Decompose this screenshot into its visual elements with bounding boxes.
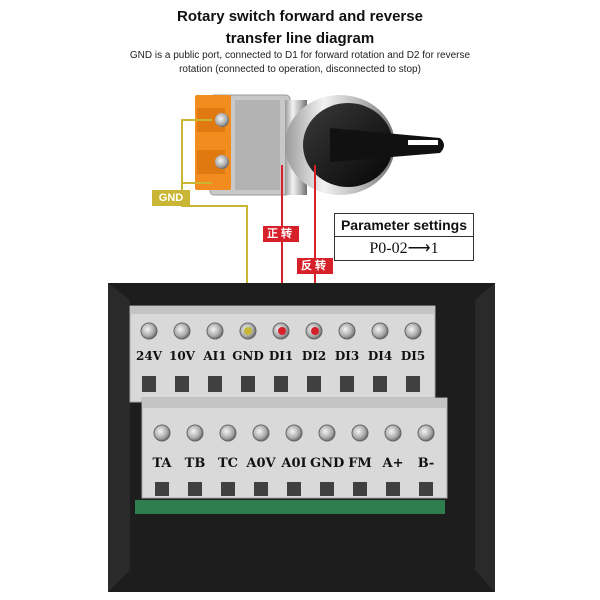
terminal-label-a0v: A0V bbox=[246, 456, 276, 471]
parameter-settings-value: P0-02⟶1 bbox=[369, 240, 439, 257]
terminal-label-di4: DI4 bbox=[367, 349, 393, 363]
terminal-label-a0i: A0I bbox=[281, 456, 307, 471]
description-line2: rotation (connected to operation, discon… bbox=[179, 64, 421, 75]
terminal-label-di1: DI1 bbox=[268, 349, 294, 363]
circuit-board-edge bbox=[135, 500, 445, 514]
terminal-label-tb: TB bbox=[184, 456, 206, 471]
terminal-label-10v: 10V bbox=[168, 349, 195, 363]
switch-lever bbox=[330, 128, 444, 162]
terminal-label-24v: 24V bbox=[135, 349, 162, 363]
gnd-connection-point bbox=[244, 327, 252, 335]
upper-terminal-block bbox=[129, 305, 436, 403]
terminal-label-di5: DI5 bbox=[400, 349, 426, 363]
diagram-title-line2: transfer line diagram bbox=[225, 30, 375, 47]
terminal-label-gnd-top: GND bbox=[232, 349, 264, 363]
switch-body-side bbox=[235, 100, 280, 190]
description-line1: GND is a public port, connected to D1 fo… bbox=[129, 50, 471, 61]
parameter-settings-title: Parameter settings bbox=[335, 214, 473, 237]
switch-indicator bbox=[408, 140, 438, 145]
gnd-wire-label: GND bbox=[152, 190, 190, 206]
di1-connection-point bbox=[278, 327, 286, 335]
parameter-settings-box: Parameter settings P0-02⟶1 bbox=[334, 213, 474, 261]
upper-terminal-screws bbox=[140, 322, 422, 340]
lower-terminal-screws bbox=[153, 424, 435, 442]
di2-connection-point bbox=[311, 327, 319, 335]
reverse-rotation-label: 反转 bbox=[297, 258, 333, 274]
rotary-switch bbox=[195, 94, 444, 196]
terminal-label-b-minus: B- bbox=[417, 456, 435, 471]
gnd-wire bbox=[181, 119, 248, 332]
forward-rotation-label: 正转 bbox=[263, 226, 299, 242]
terminal-label-tc: TC bbox=[217, 456, 239, 471]
terminal-label-gnd-bottom: GND bbox=[310, 456, 345, 471]
lower-terminal-block bbox=[141, 397, 448, 499]
switch-screw-top bbox=[215, 113, 229, 127]
terminal-label-fm: FM bbox=[348, 456, 372, 471]
terminal-label-di2: DI2 bbox=[301, 349, 327, 363]
terminal-label-ai1: AI1 bbox=[203, 349, 227, 363]
terminal-label-di3: DI3 bbox=[334, 349, 360, 363]
switch-contact-block bbox=[195, 95, 231, 190]
terminal-label-ta: TA bbox=[152, 456, 172, 471]
terminal-label-a-plus: A+ bbox=[382, 456, 404, 471]
switch-screw-bottom bbox=[215, 155, 229, 169]
diagram-title-line1: Rotary switch forward and reverse bbox=[177, 8, 423, 25]
